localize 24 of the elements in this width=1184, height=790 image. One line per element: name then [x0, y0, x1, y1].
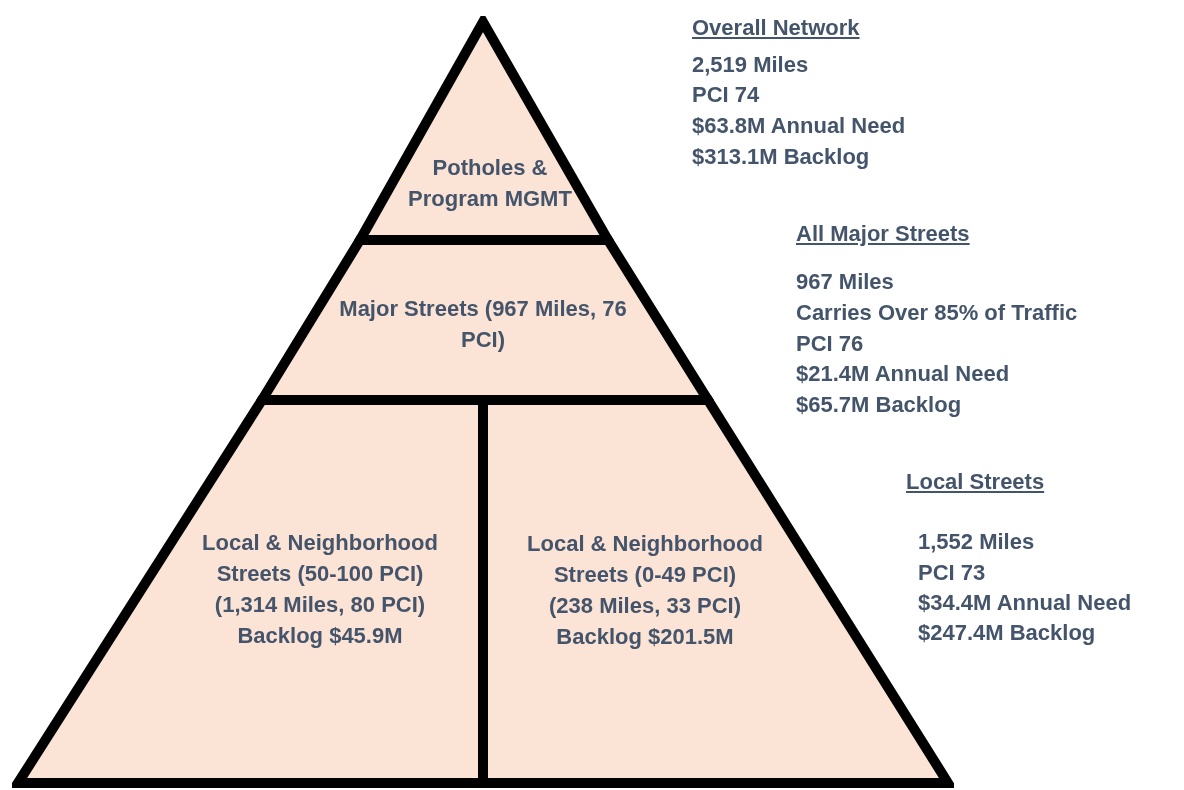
stat-text: PCI 74: [692, 81, 760, 109]
section-label: Local & Neighborhood Streets (50-100 PCI): [201, 529, 439, 588]
stat-text: $247.4M Backlog: [918, 619, 1096, 647]
stat-text: $34.4M Annual Need: [918, 589, 1132, 617]
stat-text: $21.4M Annual Need: [796, 360, 1010, 388]
section-label: Backlog $201.5M: [556, 623, 734, 651]
stat-text: 967 Miles: [796, 268, 894, 296]
stat-text: PCI 73: [918, 559, 986, 587]
stat-text: $65.7M Backlog: [796, 391, 962, 419]
stat-text: 1,552 Miles: [918, 528, 1035, 556]
stat-text: Carries Over 85% of Traffic: [796, 299, 1078, 327]
section-label: Backlog $45.9M: [237, 622, 403, 650]
stat-text: 2,519 Miles: [692, 51, 809, 79]
section-label: (1,314 Miles, 80 PCI): [214, 591, 426, 619]
section-label: Major Streets (967 Miles, 76 PCI): [338, 295, 628, 354]
section-label: Local & Neighborhood Streets (0-49 PCI): [526, 530, 764, 589]
stat-text: PCI 76: [796, 330, 864, 358]
section-heading: Overall Network: [692, 14, 860, 42]
section-label: (238 Miles, 33 PCI): [549, 592, 741, 620]
section-heading: Local Streets: [906, 468, 1045, 496]
section-label: Potholes & Program MGMT: [407, 154, 573, 213]
stat-text: $313.1M Backlog: [692, 143, 870, 171]
stat-text: $63.8M Annual Need: [692, 112, 906, 140]
section-heading: All Major Streets: [796, 220, 970, 248]
